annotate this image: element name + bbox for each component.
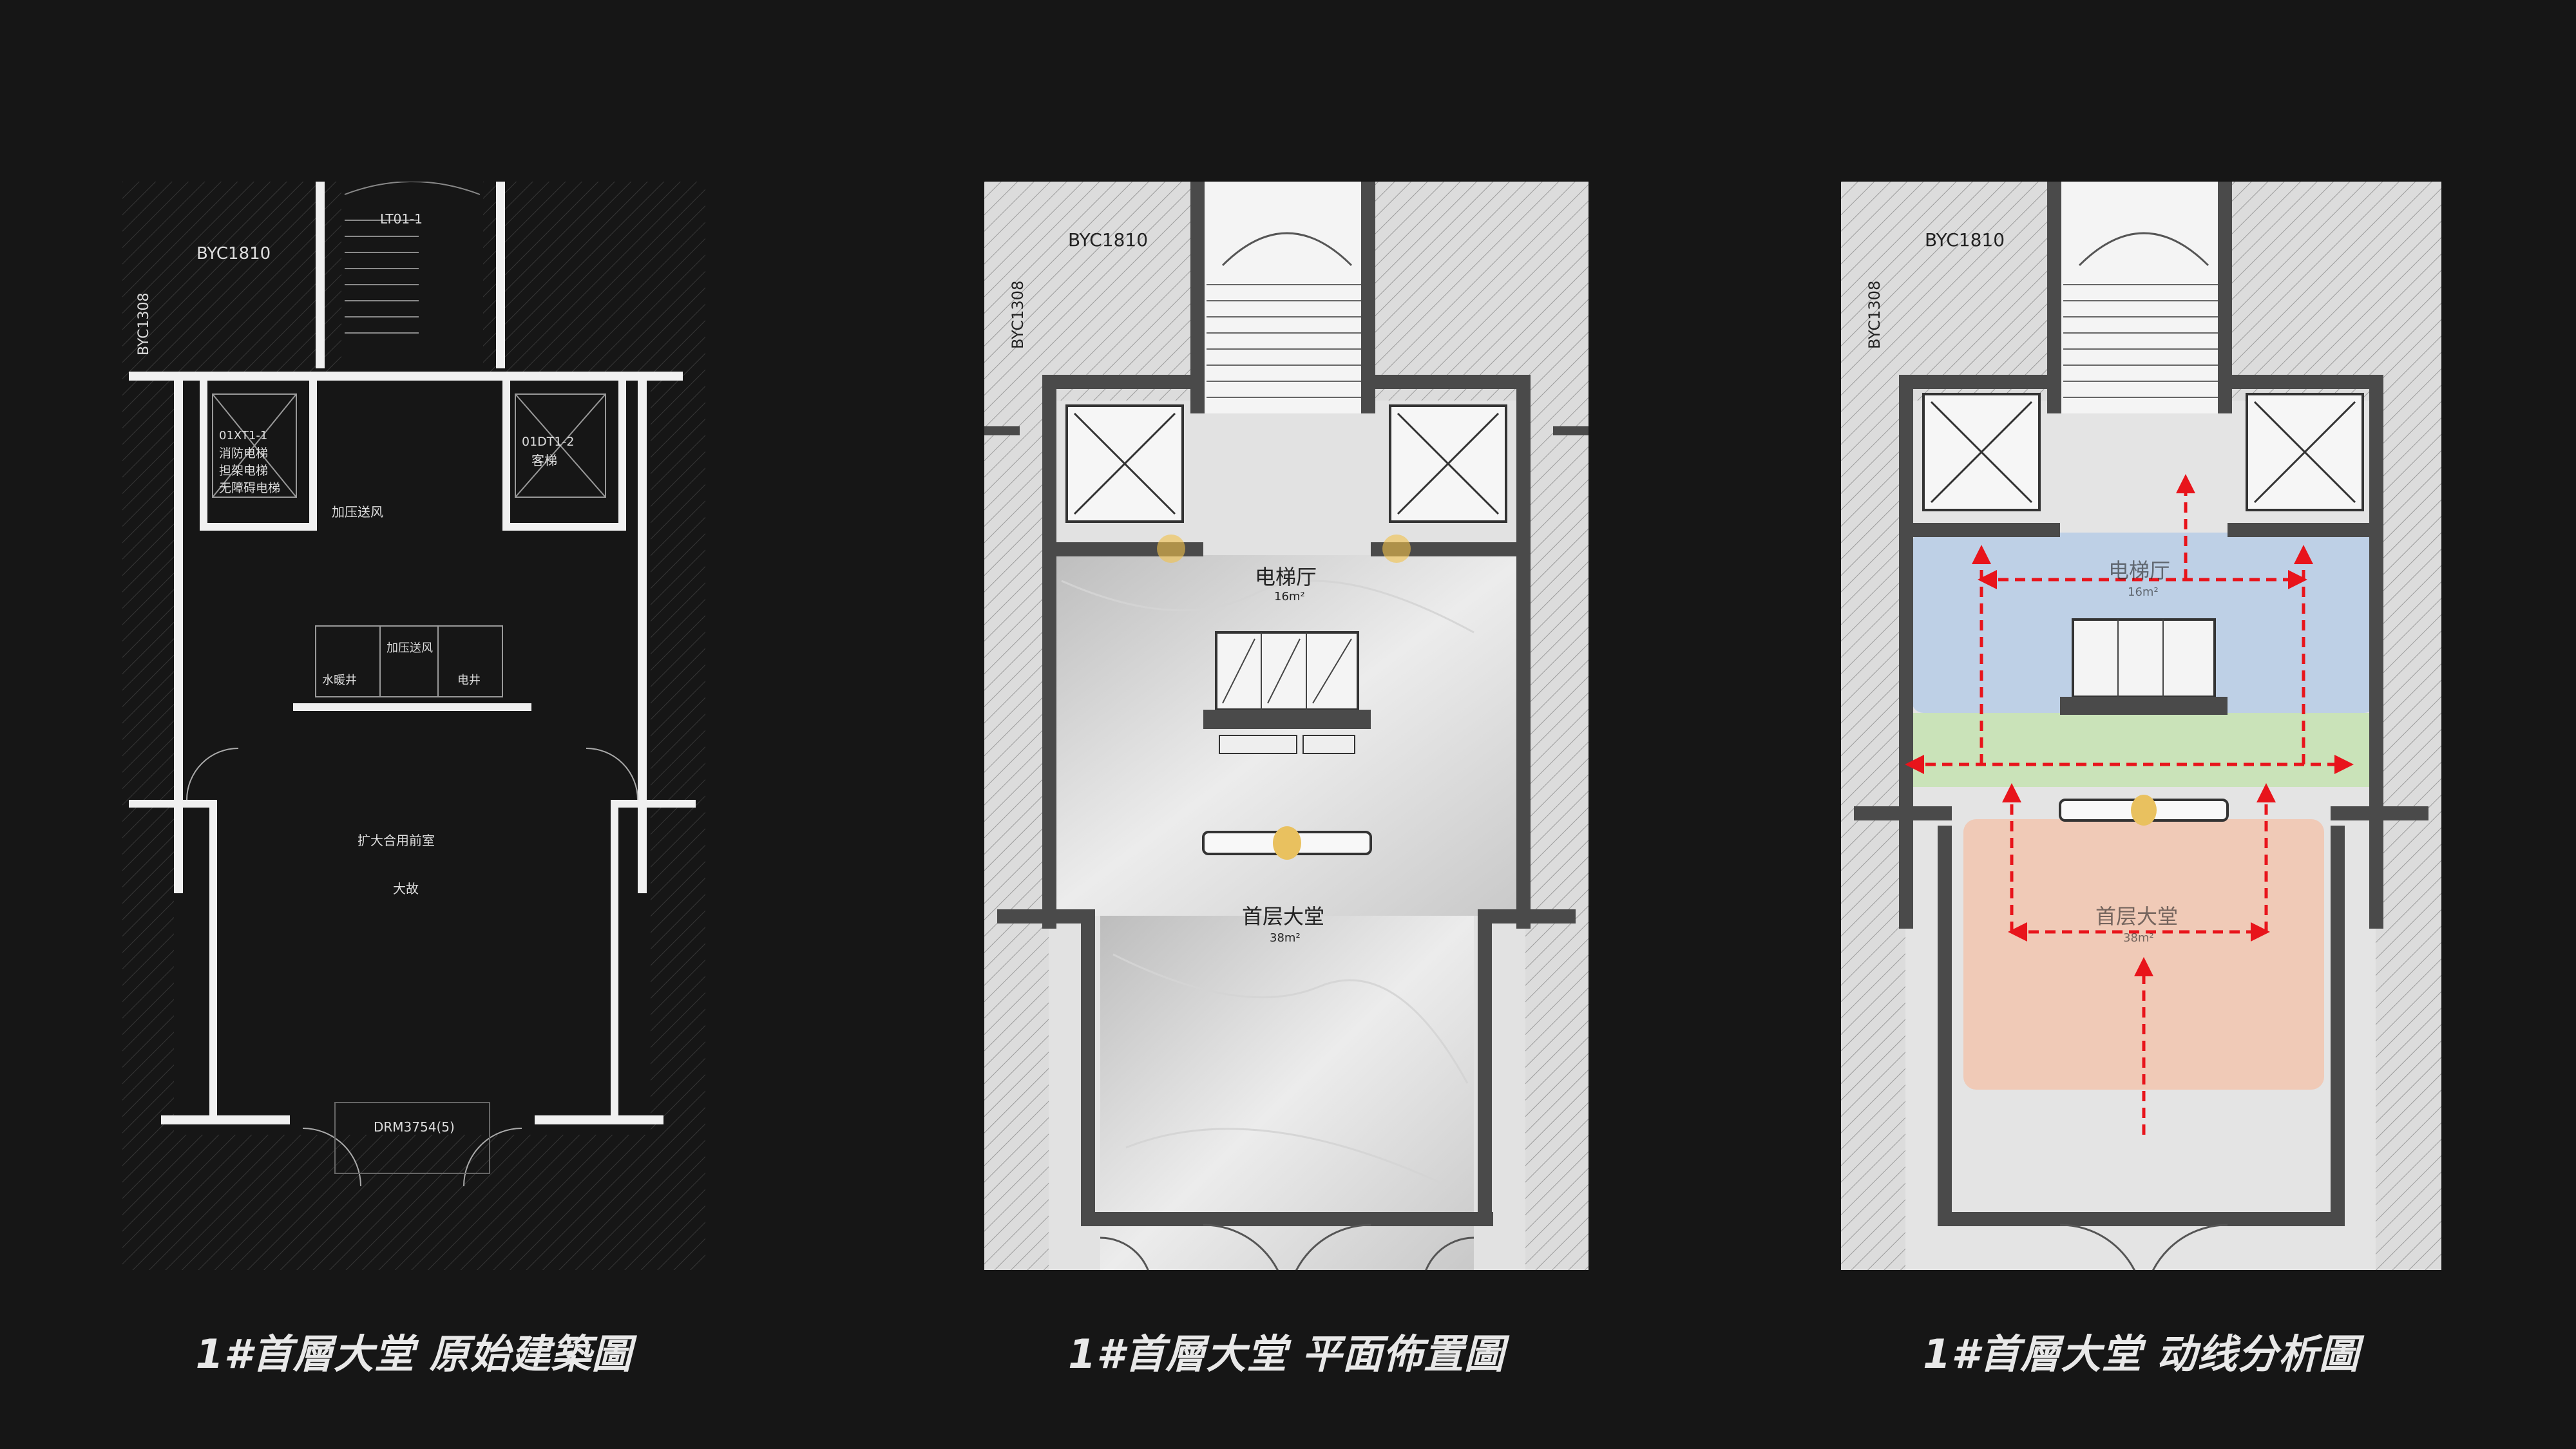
window-code-label: BYC1810	[1925, 229, 2005, 251]
original-plan-caption: 1#首層大堂 原始建築圖	[195, 1331, 633, 1378]
side-window-code-label: BYC1308	[136, 293, 152, 355]
lobby-area: 38m²	[2123, 931, 2154, 945]
lobby-zone	[1963, 819, 2324, 1090]
circulation-plan-panel: BYC1810 BYC1308 电梯厅 16m² 首层大堂 38m²	[1841, 182, 2441, 1270]
circulation-plan-drawing: BYC1810 BYC1308 电梯厅 16m² 首层大堂 38m²	[1841, 182, 2441, 1270]
original-plan-panel: BYC1810 BYC1308 LT01-1 01XT1-1 消防电梯 担架电梯…	[122, 182, 705, 1270]
circulation-arrows	[1905, 474, 2354, 1135]
elevator-hall-area: 16m²	[1274, 590, 1305, 603]
stair-code-label: LT01-1	[380, 211, 423, 227]
elevator-right-label: 客梯	[531, 453, 557, 468]
elevator-hall-label: 电梯厅	[1255, 565, 1317, 589]
lobby-label: 首层大堂	[1242, 904, 1324, 929]
window-code-label: BYC1810	[1068, 229, 1148, 251]
layout-plan-panel: BYC1810 BYC1308 电梯厅 16m² 首层大堂 38m²	[984, 182, 1589, 1270]
elevator-left-line-2: 担架电梯	[219, 464, 268, 478]
pressurize-shaft-label: 加压送风	[386, 641, 433, 655]
elevator-left-code: 01XT1-1	[219, 429, 267, 442]
elevator-left-line-1: 消防电梯	[219, 446, 268, 460]
side-window-code-label: BYC1308	[1009, 281, 1027, 349]
lobby-area: 38m²	[1270, 931, 1301, 945]
window-code-label: BYC1810	[196, 244, 271, 263]
electric-shaft-label: 电井	[457, 674, 481, 687]
original-plan-drawing: BYC1810 BYC1308 LT01-1 01XT1-1 消防电梯 担架电梯…	[122, 182, 705, 1270]
lobby-label: 大故	[393, 881, 419, 896]
elevator-left-line-3: 无障碍电梯	[219, 481, 280, 495]
water-shaft-label: 水暖井	[322, 674, 357, 687]
corridor-zone	[1905, 713, 2382, 787]
lobby-label: 首层大堂	[2095, 904, 2178, 929]
entrance-door-label: DRM3754(5)	[374, 1119, 455, 1135]
anteroom-label: 扩大合用前室	[358, 833, 435, 848]
elevator-right-code: 01DT1-2	[522, 435, 574, 449]
layout-plan-caption: 1#首層大堂 平面佈置圖	[1068, 1331, 1505, 1378]
side-window-code-label: BYC1308	[1865, 281, 1884, 349]
elevator-hall-area: 16m²	[2128, 585, 2159, 599]
pressurize-label: 加压送风	[332, 504, 383, 520]
layout-plan-drawing: BYC1810 BYC1308 电梯厅 16m² 首层大堂 38m²	[984, 182, 1589, 1270]
circulation-plan-caption: 1#首層大堂 动线分析圖	[1923, 1331, 2360, 1378]
elevator-hall-label: 电梯厅	[2108, 558, 2170, 583]
